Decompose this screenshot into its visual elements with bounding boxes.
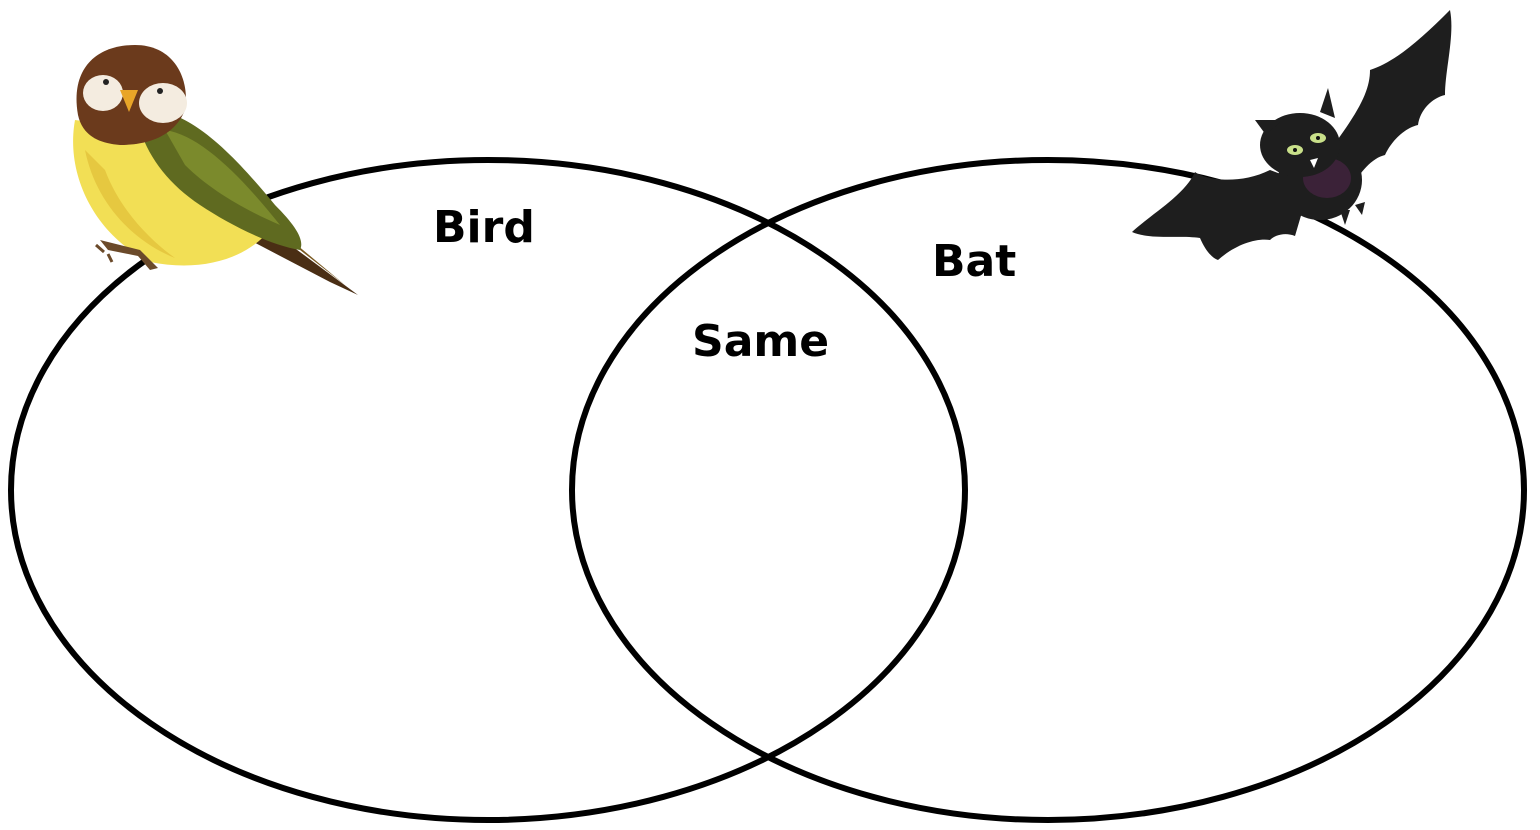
bat-icon (1132, 10, 1451, 260)
intersection-label: Same (692, 320, 829, 364)
bird-set-label: Bird (433, 206, 535, 250)
bird-icon (73, 45, 358, 295)
bat-set-circle (572, 160, 1524, 820)
bat-set-label: Bat (932, 240, 1016, 284)
